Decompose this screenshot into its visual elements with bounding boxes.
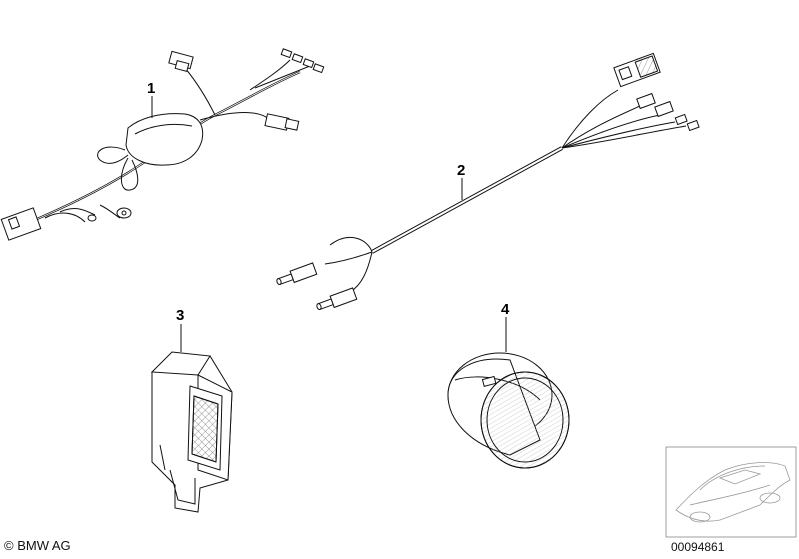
copyright-label: © BMW AG bbox=[4, 538, 71, 553]
callout-4: 4 bbox=[501, 301, 510, 318]
callout-2: 2 bbox=[457, 162, 465, 179]
callout-1: 1 bbox=[147, 80, 155, 97]
callout-3: 3 bbox=[176, 307, 184, 324]
part-1-wiring-harness bbox=[0, 48, 325, 241]
part-4-round-lens bbox=[447, 317, 570, 469]
diagram-reference-number: 00094861 bbox=[671, 540, 725, 554]
part-2-cable bbox=[276, 52, 700, 311]
vehicle-thumbnail bbox=[665, 446, 797, 538]
part-3-sensor-unit bbox=[150, 324, 233, 513]
